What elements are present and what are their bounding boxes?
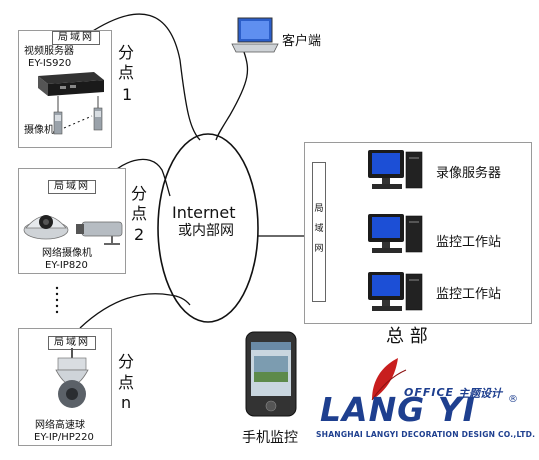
hq-lan-box: 局 域 网	[312, 162, 326, 302]
branch2-label-3: 2	[134, 225, 145, 244]
branch1-device-name: 视频服务器	[24, 46, 74, 57]
branch2-label-1: 分	[131, 184, 148, 203]
branch1-label-3: 1	[122, 85, 133, 104]
branch2-lan-box: 局域网	[48, 180, 96, 194]
logo-registered: ®	[508, 394, 518, 405]
link-branchn	[79, 293, 191, 329]
branch2-device-name: 网络摄像机	[42, 248, 92, 259]
logo-tagline: 主题设计	[458, 387, 502, 400]
branchn-device-name: 网络高速球	[35, 420, 85, 431]
branch2-label-2: 点	[131, 204, 148, 223]
branch1-label-1: 分	[118, 43, 135, 62]
branchn-label-1: 分	[118, 352, 135, 371]
branch1-lan-box: 局域网	[52, 31, 100, 45]
hq-lan-char-1: 局	[314, 204, 324, 214]
link-branch1	[87, 13, 201, 141]
client-label: 客户端	[282, 34, 322, 49]
logo-brand: LANG YI	[320, 390, 476, 429]
logo-company: SHANGHAI LANGYI DECORATION DESIGN CO.,LT…	[316, 430, 536, 439]
hq-lan-char-3: 网	[314, 244, 324, 254]
branch1-label-2: 点	[118, 63, 135, 82]
branchn-label-3: n	[121, 393, 132, 412]
cloud-line2: 或内部网	[178, 223, 234, 239]
hq-lan-char-2: 域	[314, 224, 324, 234]
branchn-label-2: 点	[118, 373, 135, 392]
hq-title: 总 部	[386, 326, 428, 347]
branch2-model: EY-IP820	[45, 260, 88, 271]
hq-workstation-2: 监控工作站	[436, 287, 502, 302]
branch1-camera-label: 摄像机	[24, 125, 54, 136]
mobile-label: 手机监控	[242, 430, 298, 446]
branch1-model: EY-IS920	[28, 58, 72, 69]
cloud-line1: Internet	[172, 203, 236, 222]
hq-recording-server: 录像服务器	[436, 166, 502, 181]
branchn-model: EY-IP/HP220	[34, 432, 94, 443]
internet-ellipse	[157, 133, 259, 323]
logo-office: OFFICE	[404, 386, 455, 399]
link-client	[215, 51, 249, 141]
hq-workstation-1: 监控工作站	[436, 235, 502, 250]
